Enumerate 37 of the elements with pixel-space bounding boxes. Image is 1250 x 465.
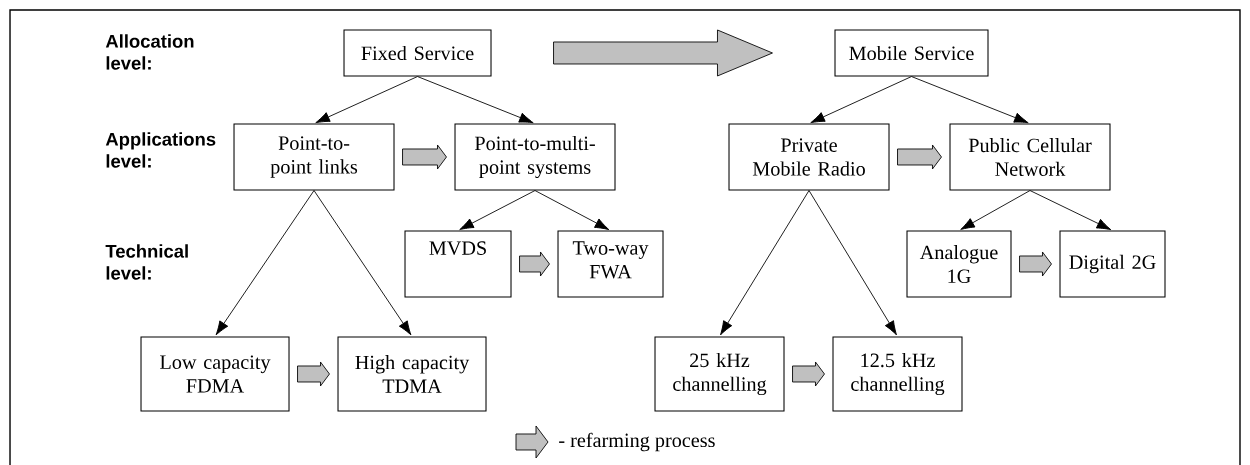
process-box: 12.5 kHz channelling: [832, 336, 963, 412]
arrow: [315, 76, 418, 124]
arrow: [720, 190, 810, 336]
legend-text: - refarming process: [559, 432, 715, 452]
level-label: Applications level:: [105, 132, 216, 168]
block-arrow: [553, 29, 773, 77]
arrow: [810, 76, 912, 124]
arrow: [313, 190, 412, 336]
process-box: Two-way FWA: [557, 230, 664, 298]
process-box: Private Mobile Radio: [728, 123, 890, 191]
arrow: [911, 76, 1029, 124]
block-arrow: [402, 144, 447, 170]
process-box: 25 kHz channelling: [654, 336, 785, 412]
process-box: Point-to-point links: [233, 123, 395, 191]
process-box: High capacity TDMA: [337, 336, 487, 412]
process-box: MVDS: [404, 230, 512, 298]
arrow: [808, 190, 897, 336]
block-arrow: [297, 361, 330, 387]
process-box: Point-to-multi-point systems: [454, 123, 616, 191]
arrow: [534, 190, 610, 230]
process-box: Fixed Service: [343, 29, 492, 77]
process-box: Mobile Service: [834, 29, 989, 77]
level-label: Technical level:: [105, 244, 188, 280]
level-label: Allocation level:: [105, 34, 194, 70]
process-box: Digital 2G: [1059, 230, 1166, 298]
process-box: Public Cellular Network: [949, 123, 1111, 191]
block-arrow: [897, 144, 942, 170]
block-arrow: [519, 251, 550, 277]
arrow: [960, 190, 1031, 230]
process-box: Low capacity FDMA: [140, 336, 290, 412]
arrow: [215, 190, 315, 336]
arrow: [417, 76, 534, 124]
arrow: [459, 190, 536, 230]
block-arrow: [1019, 251, 1052, 277]
arrow: [1029, 190, 1112, 231]
process-box: Analogue 1G: [906, 230, 1012, 298]
block-arrow: [792, 361, 825, 387]
